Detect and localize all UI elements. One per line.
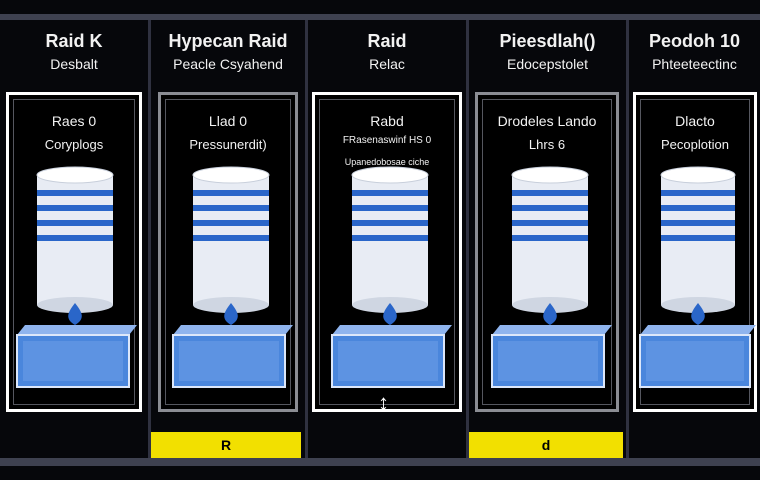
storage-box-icon bbox=[16, 325, 137, 388]
database-cylinder-icon bbox=[660, 166, 736, 313]
storage-unit-illustration bbox=[639, 166, 756, 388]
raid-card: Rabd FRasenaswinf HS 0 Upanedobosae cich… bbox=[312, 92, 462, 412]
card-note: Upanedobosae ciche bbox=[344, 157, 430, 167]
card-sublabel: Pecoplotion bbox=[661, 137, 729, 152]
column-subtitle: Desbalt bbox=[50, 55, 98, 72]
raid-card: Dlacto Pecoplotion bbox=[633, 92, 757, 412]
column-header: Hypecan Raid Peacle Csyahend bbox=[151, 32, 305, 72]
card-sublabel: Lhrs 6 bbox=[528, 137, 566, 152]
database-cylinder-icon bbox=[351, 166, 429, 313]
card-sublabel: FRasenaswinf HS 0 bbox=[342, 135, 432, 146]
water-drop-icon bbox=[383, 303, 397, 325]
card-sublabel: Coryplogs bbox=[44, 137, 104, 152]
storage-unit-illustration bbox=[172, 166, 293, 388]
raid-column-2: Hypecan Raid Peacle Csyahend Llad 0 Pres… bbox=[151, 20, 305, 458]
raid-column-5: Peodoh 10 Phteeteectinc Dlacto Pecoploti… bbox=[629, 20, 760, 458]
highlight-label: R bbox=[151, 432, 301, 458]
column-header: Raid Relac bbox=[308, 32, 466, 72]
top-rail bbox=[0, 14, 760, 20]
storage-unit-illustration bbox=[331, 166, 452, 388]
water-drop-icon bbox=[691, 303, 705, 325]
card-inner-border bbox=[640, 99, 750, 405]
water-drop-icon bbox=[224, 303, 238, 325]
column-title: Raid K bbox=[45, 31, 103, 51]
column-header: Peodoh 10 Phteeteectinc bbox=[629, 32, 760, 72]
column-header: Raid K Desbalt bbox=[0, 32, 148, 72]
storage-box-icon bbox=[639, 325, 756, 388]
column-divider bbox=[626, 20, 629, 458]
column-subtitle: Peacle Csyahend bbox=[173, 55, 283, 72]
storage-unit-illustration bbox=[491, 166, 612, 388]
bottom-rail bbox=[0, 458, 760, 466]
card-label: Dlacto bbox=[675, 113, 715, 129]
column-subtitle: Edocepstolet bbox=[507, 55, 588, 72]
column-title: Raid bbox=[367, 31, 407, 51]
card-label: Llad 0 bbox=[208, 113, 248, 129]
column-header: Pieesdlah() Edocepstolet bbox=[469, 32, 626, 72]
column-divider bbox=[148, 20, 151, 458]
card-sublabel: Pressunerdit) bbox=[189, 137, 267, 152]
raid-card: Llad 0 Pressunerdit) bbox=[158, 92, 298, 412]
card-inner-border bbox=[319, 99, 455, 405]
raid-card: Drodeles Lando Lhrs 6 bbox=[475, 92, 619, 412]
raid-column-3: Raid Relac Rabd FRasenaswinf HS 0 Upaned… bbox=[308, 20, 466, 458]
raid-column-1: Raid K Desbalt Raes 0 Coryplogs bbox=[0, 20, 148, 458]
storage-unit-illustration bbox=[16, 166, 137, 388]
database-cylinder-icon bbox=[192, 166, 270, 313]
water-drop-icon bbox=[543, 303, 557, 325]
raid-card: Raes 0 Coryplogs bbox=[6, 92, 142, 412]
card-inner-border bbox=[13, 99, 135, 405]
column-title: Hypecan Raid bbox=[168, 31, 288, 51]
storage-box-icon bbox=[172, 325, 293, 388]
card-inner-border bbox=[482, 99, 612, 405]
column-divider bbox=[305, 20, 308, 458]
raid-column-4: Pieesdlah() Edocepstolet Drodeles Lando … bbox=[469, 20, 626, 458]
column-subtitle: Phteeteectinc bbox=[652, 55, 737, 72]
storage-box-icon bbox=[491, 325, 612, 388]
card-label: Drodeles Lando bbox=[497, 113, 597, 129]
database-cylinder-icon bbox=[511, 166, 589, 313]
database-cylinder-icon bbox=[36, 166, 114, 313]
water-drop-icon bbox=[68, 303, 82, 325]
card-label: Rabd bbox=[370, 113, 404, 129]
card-label: Raes 0 bbox=[51, 113, 97, 129]
card-inner-border bbox=[165, 99, 291, 405]
double-arrow-icon: ↕ bbox=[378, 390, 389, 415]
column-divider bbox=[466, 20, 469, 458]
highlight-label: d bbox=[469, 432, 623, 458]
storage-box-icon bbox=[331, 325, 452, 388]
column-title: Peodoh 10 bbox=[648, 31, 741, 51]
column-title: Pieesdlah() bbox=[499, 31, 596, 51]
column-subtitle: Relac bbox=[369, 55, 405, 72]
